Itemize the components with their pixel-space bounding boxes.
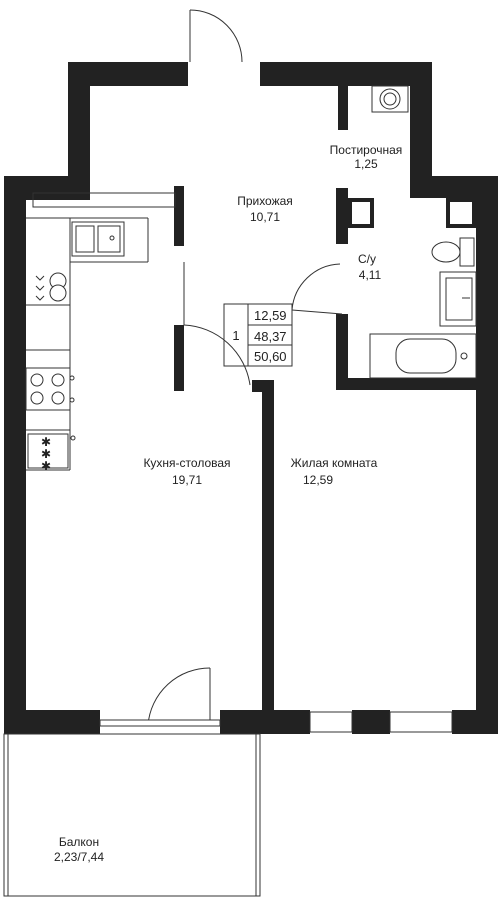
bathroom-area: 4,11 (359, 268, 382, 282)
bathroom-name: С/у (358, 252, 376, 266)
balcony-outline (3, 733, 261, 897)
bathtub-icon (369, 333, 477, 379)
living-area: 12,59 (303, 473, 333, 487)
balcony-door (147, 667, 211, 726)
window-living-2 (389, 711, 453, 733)
wall-left (4, 176, 26, 734)
window-kitchen (99, 719, 221, 727)
hallway-name: Прихожая (237, 194, 293, 208)
total-area-value: 48,37 (254, 329, 287, 344)
wall-bath-left-lower (336, 314, 348, 386)
svg-text:✱: ✱ (41, 447, 51, 461)
summary-box (223, 303, 293, 367)
stove-icon (25, 367, 75, 411)
wall-right (476, 176, 498, 734)
wall-bath-left-upper (336, 188, 348, 244)
wall-bottom-left (4, 710, 100, 734)
washbasin-icon (439, 271, 477, 327)
bathroom-door (291, 263, 343, 315)
wall-top-right (260, 62, 410, 86)
washing-machine-icon (371, 85, 409, 113)
wall-living-corner (252, 380, 274, 392)
living-name: Жилая комната (291, 456, 378, 470)
total-with-balcony-value: 50,60 (254, 349, 287, 364)
walls (4, 62, 498, 734)
living-area-value: 12,59 (254, 308, 287, 323)
wall-hall-left (68, 62, 90, 186)
washer-icon (35, 272, 67, 302)
kitchen-shelf (32, 192, 176, 208)
wall-kitchen-hall-lower (174, 325, 184, 391)
wall-kitchen-hall-upper (174, 186, 184, 246)
wall-kitchen-living (262, 382, 274, 734)
wall-bottom-mid2 (352, 710, 390, 734)
svg-text:✱: ✱ (41, 435, 51, 449)
storage-area: 1,25 (354, 157, 378, 171)
wall-shaft-left-hole (352, 202, 370, 224)
oven-icon: ✱ ✱ ✱ (27, 433, 76, 473)
wall-shaft-right-hole (450, 202, 472, 224)
svg-text:✱: ✱ (41, 459, 51, 473)
kitchen-name: Кухня-столовая (143, 456, 230, 470)
rooms-count: 1 (232, 328, 239, 343)
kitchen-area: 19,71 (172, 473, 202, 487)
wall-bath-bottom (336, 378, 476, 390)
storage-name: Постирочная (330, 143, 403, 157)
balcony-name: Балкон (59, 835, 99, 849)
sink-icon (71, 221, 125, 257)
hallway-area: 10,71 (250, 210, 280, 224)
balcony-area: 2,23/7,44 (54, 850, 104, 864)
window-living-1 (309, 711, 353, 733)
wall-bottom-right (452, 710, 498, 734)
entrance-door (189, 9, 243, 63)
area-summary: 1 12,59 48,37 50,60 (223, 303, 293, 367)
kitchen-door (183, 262, 251, 386)
wall-storage-left (338, 86, 348, 130)
toilet-icon (431, 237, 475, 267)
wall-storage-right (410, 62, 432, 186)
